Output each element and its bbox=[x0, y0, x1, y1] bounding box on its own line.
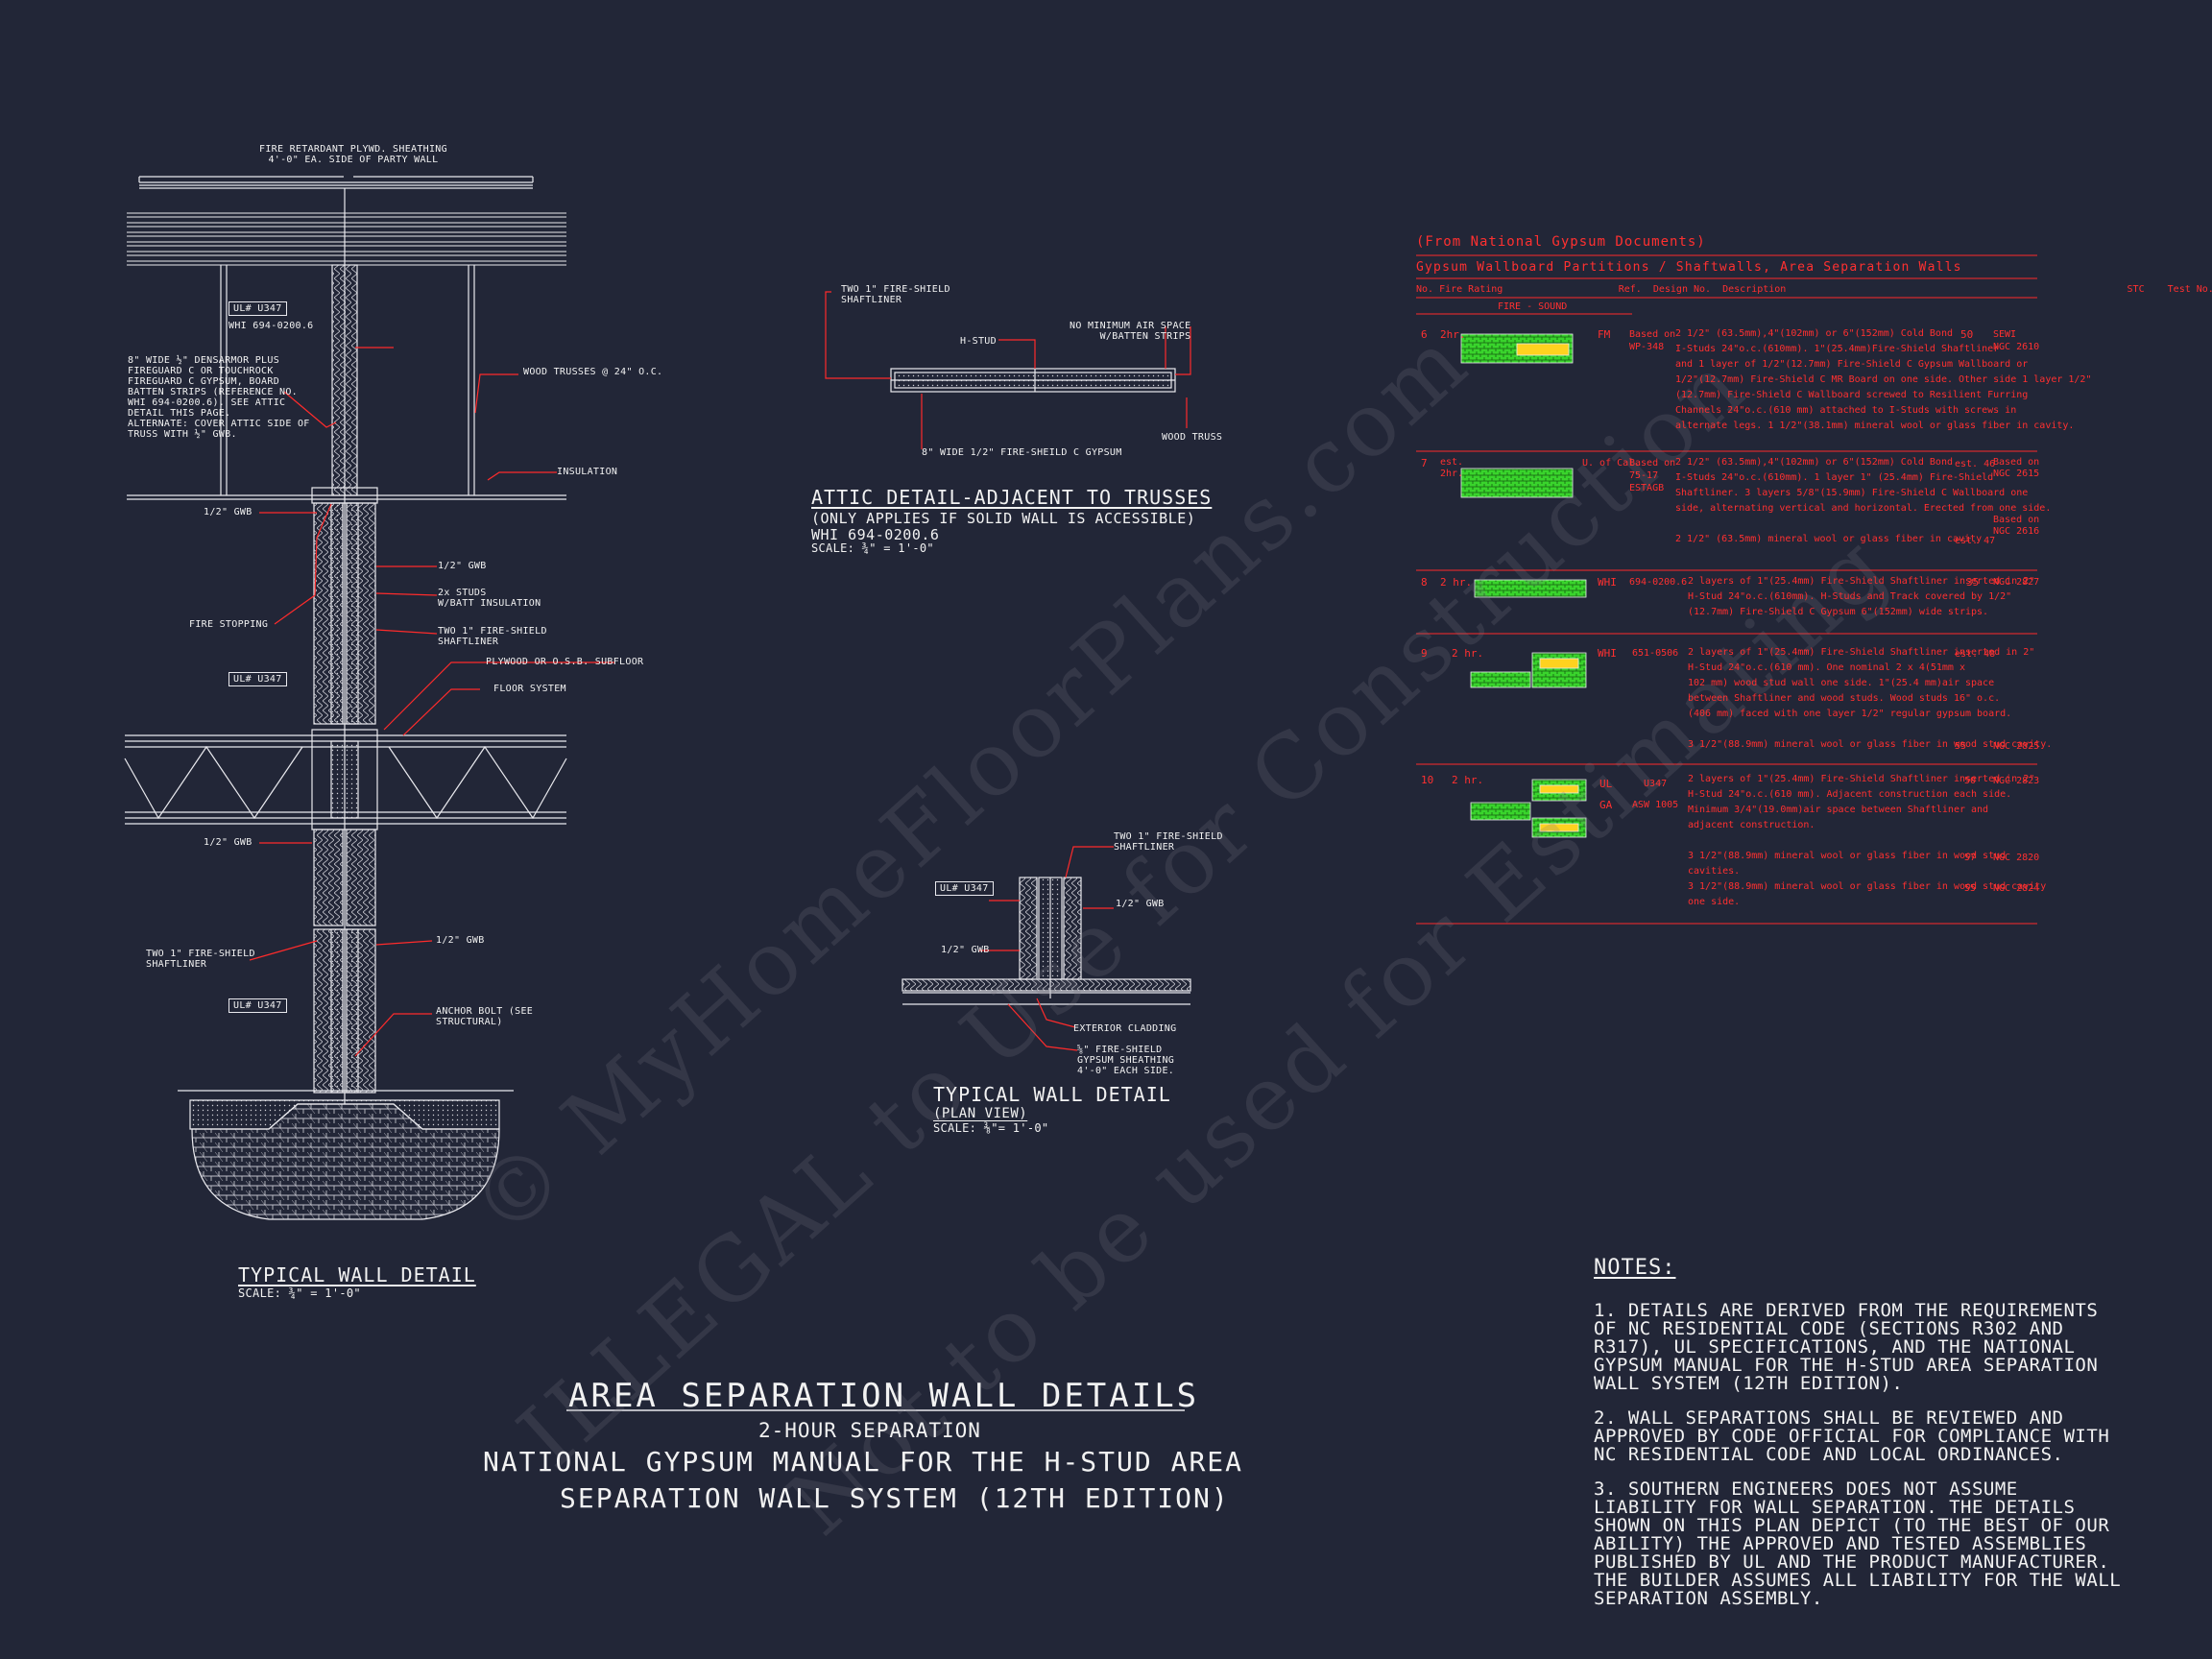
label-ul-tag-3: UL# U347 bbox=[228, 998, 287, 1013]
row-9-stc: est. 48 55 bbox=[1955, 649, 1996, 752]
attic-label-shaftliner: TWO 1" FIRE-SHIELD SHAFTLINER bbox=[841, 284, 950, 305]
row-8-no: 8 bbox=[1421, 576, 1428, 589]
plan-title: TYPICAL WALL DETAIL bbox=[933, 1083, 1171, 1106]
table-heading: Gypsum Wallboard Partitions / Shaftwalls… bbox=[1416, 260, 1962, 275]
label-gwb-4: 1/2" GWB bbox=[436, 935, 485, 946]
row-10-ref: UL GA bbox=[1599, 778, 1613, 811]
row-7-stc: est. 46 est. 47 bbox=[1955, 459, 1996, 546]
sheet-subtitle: 2-HOUR SEPARATION bbox=[758, 1419, 981, 1442]
row-10-test: NGC 2823 NGC 2820 NGC 2824 bbox=[1993, 776, 2040, 894]
plan-label-cladding: EXTERIOR CLADDING bbox=[1073, 1023, 1177, 1034]
label-subfloor: PLYWOOD OR O.S.B. SUBFLOOR bbox=[486, 657, 644, 667]
plan-sub: (PLAN VIEW) bbox=[933, 1106, 1028, 1121]
row-9-test: NGC 2825 bbox=[1993, 741, 2040, 752]
plan-label-sheathing: ⅝" FIRE-SHIELD GYPSUM SHEATHING 4'-0" EA… bbox=[1077, 1045, 1175, 1076]
attic-label-air-space: NO MINIMUM AIR SPACE W/BATTEN STRIPS bbox=[1070, 321, 1191, 342]
note-3: 3. SOUTHERN ENGINEERS DOES NOT ASSUME LI… bbox=[1594, 1479, 2122, 1609]
label-wood-trusses: WOOD TRUSSES @ 24" O.C. bbox=[523, 367, 663, 377]
plan-view-drawing bbox=[902, 877, 1191, 1005]
row-7-ref: U. of Cal. bbox=[1582, 458, 1641, 469]
notes-body: 1. DETAILS ARE DERIVED FROM THE REQUIREM… bbox=[1594, 1302, 2131, 1624]
row-8-ref: WHI bbox=[1598, 576, 1617, 589]
row-6-no: 6 bbox=[1421, 328, 1428, 341]
row-9-desc: 2 layers of 1"(25.4mm) Fire-Shield Shaft… bbox=[1688, 647, 2053, 750]
label-shaftliner-2: TWO 1" FIRE-SHIELD SHAFTLINER bbox=[146, 949, 255, 970]
row-6-stc: 50 bbox=[1960, 328, 1974, 341]
label-whi-ref: WHI 694-0200.6 bbox=[228, 321, 314, 331]
row-8-design: 694-0200.6 bbox=[1629, 577, 1688, 588]
attic-sub2: WHI 694-0200.6 bbox=[811, 526, 940, 543]
attic-scale: SCALE: ¾" = 1'-0" bbox=[811, 541, 934, 555]
note-2: 2. WALL SEPARATIONS SHALL BE REVIEWED AN… bbox=[1594, 1407, 2110, 1465]
plan-label-gwb-left: 1/2" GWB bbox=[941, 945, 990, 955]
label-ul-tag-2: UL# U347 bbox=[228, 672, 287, 686]
row-6-design: Based on WP-348 bbox=[1629, 329, 1676, 352]
label-densarmor-note: 8" WIDE ½" DENSARMOR PLUS FIREGUARD C OR… bbox=[128, 355, 310, 440]
table-assembly-drawings bbox=[1460, 333, 1587, 838]
row-6-rating: 2hr. bbox=[1440, 328, 1466, 341]
label-fire-stopping: FIRE STOPPING bbox=[189, 619, 269, 630]
note-1: 1. DETAILS ARE DERIVED FROM THE REQUIREM… bbox=[1594, 1300, 2099, 1394]
label-gwb-3: 1/2" GWB bbox=[204, 837, 252, 848]
row-10-desc: 2 layers of 1"(25.4mm) Fire-Shield Shaft… bbox=[1688, 774, 2047, 907]
section-scale: SCALE: ¾" = 1'-0" bbox=[238, 1286, 361, 1300]
sheet-line-2: SEPARATION WALL SYSTEM (12TH EDITION) bbox=[560, 1482, 1230, 1514]
attic-title: ATTIC DETAIL-ADJACENT TO TRUSSES bbox=[811, 486, 1213, 509]
attic-detail-drawing bbox=[890, 368, 1176, 393]
attic-label-gypsum: 8" WIDE 1/2" FIRE-SHEILD C GYPSUM bbox=[922, 447, 1122, 458]
row-9-ref: WHI bbox=[1598, 647, 1617, 660]
plan-label-gwb-right: 1/2" GWB bbox=[1116, 899, 1165, 909]
row-7-test: Based on NGC 2615 Based on NGC 2616 bbox=[1993, 457, 2040, 537]
table-source: (From National Gypsum Documents) bbox=[1416, 234, 1706, 250]
row-8-test: NGC 2827 bbox=[1993, 577, 2040, 588]
label-roof-sheathing: FIRE RETARDANT PLYWD. SHEATHING 4'-0" EA… bbox=[259, 144, 447, 165]
attic-label-wood-truss: WOOD TRUSS bbox=[1162, 432, 1223, 443]
row-6-test: SEWI NGC 2610 bbox=[1993, 329, 2040, 352]
section-view-drawing bbox=[124, 176, 567, 1220]
label-shaftliner-1: TWO 1" FIRE-SHIELD SHAFTLINER bbox=[438, 626, 547, 647]
row-8-rating: 2 hr. bbox=[1440, 576, 1473, 589]
table-subheader: FIRE - SOUND bbox=[1498, 301, 1568, 312]
row-8-stc: 35 bbox=[1966, 576, 1980, 589]
section-title: TYPICAL WALL DETAIL bbox=[238, 1263, 476, 1286]
row-9-rating: 2 hr. bbox=[1452, 647, 1484, 660]
plan-label-ul-tag: UL# U347 bbox=[935, 881, 994, 896]
row-10-rating: 2 hr. bbox=[1452, 774, 1484, 786]
label-floor-system: FLOOR SYSTEM bbox=[493, 684, 566, 694]
row-10-design: U347 ASW 1005 bbox=[1632, 779, 1679, 810]
row-7-no: 7 bbox=[1421, 457, 1428, 469]
plan-scale: SCALE: ⅜"= 1'-0" bbox=[933, 1121, 1049, 1135]
label-gwb-2: 1/2" GWB bbox=[438, 561, 487, 571]
table-grid bbox=[1416, 254, 2037, 925]
notes-heading: NOTES: bbox=[1594, 1256, 1676, 1280]
attic-label-hstud: H-STUD bbox=[960, 336, 997, 347]
label-ul-tag-1: UL# U347 bbox=[228, 301, 287, 316]
plan-label-shaftliner: TWO 1" FIRE-SHIELD SHAFTLINER bbox=[1114, 831, 1223, 853]
row-9-design: 651-0506 bbox=[1632, 648, 1679, 659]
label-gwb-1: 1/2" GWB bbox=[204, 507, 252, 517]
row-7-rating: est. 2hr. bbox=[1440, 457, 1464, 479]
row-10-no: 10 bbox=[1421, 774, 1434, 786]
label-insulation: INSULATION bbox=[557, 467, 618, 477]
row-7-design: Based on 75-17 ESTAGB bbox=[1629, 458, 1676, 493]
label-studs: 2x STUDS W/BATT INSULATION bbox=[438, 588, 541, 609]
table-col-headers: No. Fire Rating Ref. Design No. Descript… bbox=[1416, 284, 2212, 295]
row-6-desc: 2 1/2" (63.5mm),4"(102mm) or 6"(152mm) C… bbox=[1675, 328, 2092, 431]
attic-sub1: (ONLY APPLIES IF SOLID WALL IS ACCESSIBL… bbox=[811, 510, 1196, 527]
label-anchor-bolt: ANCHOR BOLT (SEE STRUCTURAL) bbox=[436, 1006, 534, 1027]
row-7-desc: 2 1/2" (63.5mm),4"(102mm) or 6"(152mm) C… bbox=[1675, 457, 2052, 544]
row-10-stc: 50 57 55 bbox=[1964, 776, 1977, 894]
row-8-desc: 2 layers of 1"(25.4mm) Fire-Shield Shaft… bbox=[1688, 576, 2035, 617]
row-6-ref: FM bbox=[1598, 328, 1611, 341]
row-9-no: 9 bbox=[1421, 647, 1428, 660]
sheet-line-1: NATIONAL GYPSUM MANUAL FOR THE H-STUD AR… bbox=[483, 1446, 1244, 1478]
sheet-title: AREA SEPARATION WALL DETAILS bbox=[568, 1377, 1200, 1415]
